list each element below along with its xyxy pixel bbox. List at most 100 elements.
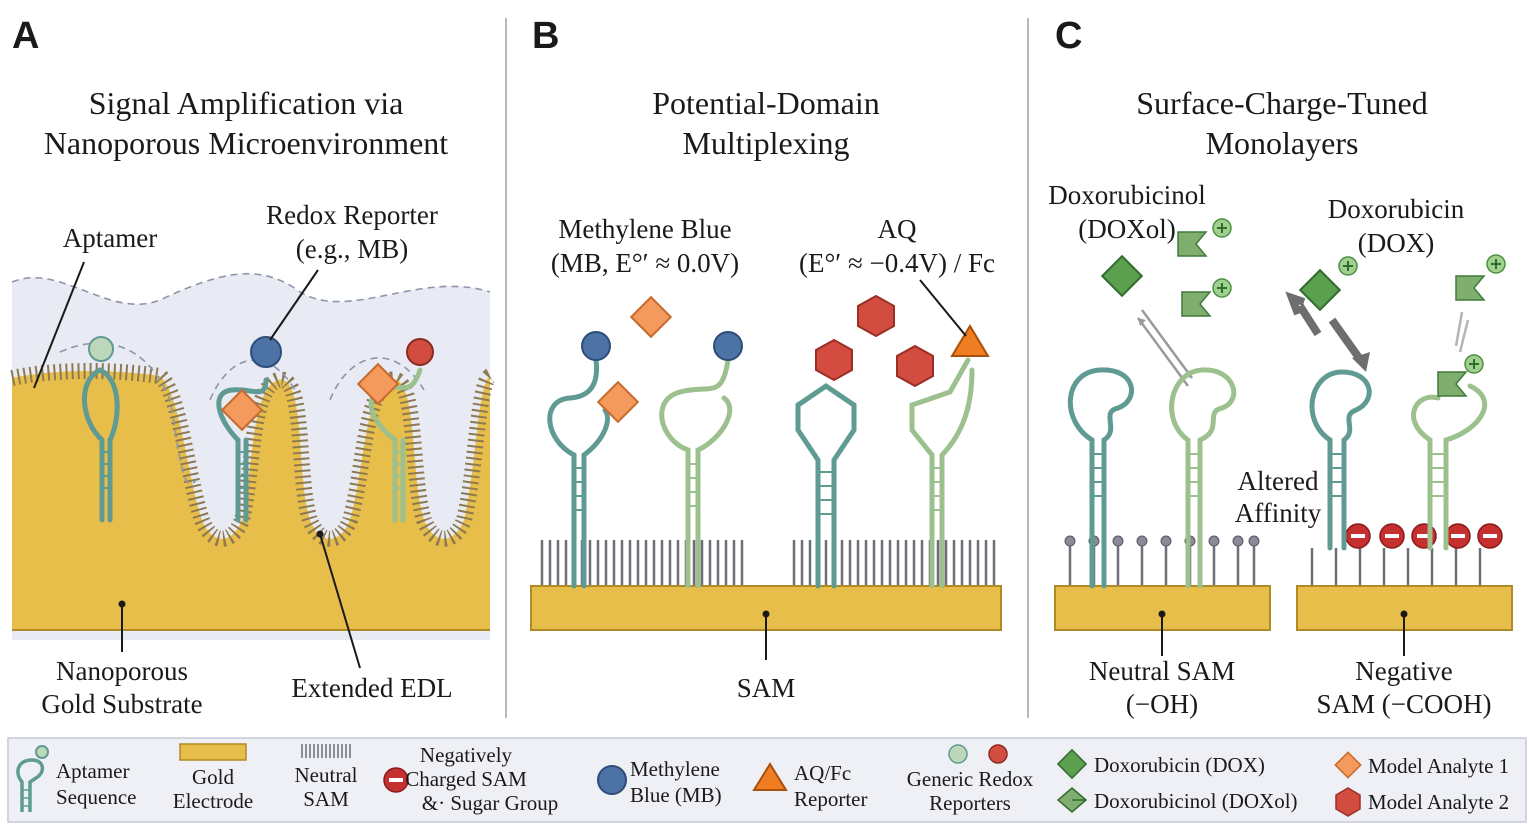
label-neutral-sam-line2: (−OH) [1126,689,1198,719]
label-aq-line2: (E°′ ≈ −0.4V) / Fc [799,248,995,278]
panel-b-letter: B [532,15,559,57]
legend-gold-icon [179,743,247,761]
label-methylene-blue-line2: (MB, E°′ ≈ 0.0V) [551,248,739,278]
legend-mb-icon [597,765,627,795]
analyte1-b2 [629,295,673,339]
panel-a-letter: A [12,15,39,57]
aptamer-b1 [547,349,610,589]
legend-analyte2: Model Analyte 2 [1368,790,1509,814]
legend-generic-red-icon [988,744,1008,764]
analyte1-b1 [596,380,640,424]
legend-mb-line2: Blue (MB) [630,783,722,807]
doxol-molecule-c2 [1181,291,1211,317]
label-substrate-line2: Gold Substrate [41,689,202,719]
panel-a: A Signal Amplification via Nanoporous Mi… [10,15,496,719]
label-negative-sam-line2: SAM (−COOH) [1317,689,1492,719]
label-doxol-line2: (DOXol) [1078,214,1175,244]
plus-charge-c5 [1464,354,1484,374]
legend-doxol-icon [1056,787,1088,813]
analyte2-b2 [857,294,895,338]
mb-reporter-b1 [581,331,611,361]
panel-b-title-line2: Multiplexing [682,125,849,161]
aptamer-b3 [795,382,857,589]
doxol-molecule-c4 [1437,371,1467,397]
plus-charge-c1 [1212,218,1232,238]
label-aq-line1: AQ [878,214,917,244]
legend-neutral-sam-icon [301,744,351,758]
legend-dox: Doxorubicin (DOX) [1094,753,1265,777]
negative-charge-5 [1477,523,1503,549]
legend-generic-line1: Generic Redox [907,767,1034,791]
analyte2-b3 [896,344,934,388]
legend-generic-line2: Reporters [929,791,1011,815]
label-dox-line2: (DOX) [1358,228,1434,258]
dox-molecule-c2 [1298,268,1342,312]
legend-neg-line3: &· Sugar Group [422,791,558,815]
edl-outer-boundary [11,273,491,306]
legend-gold-line1: Gold [192,765,235,789]
sam-lining [10,363,496,547]
neutral-sam-b-right [792,540,996,586]
legend-generic-green-icon [948,744,968,764]
panel-c-letter: C [1055,15,1082,57]
label-substrate-line1: Nanoporous [56,656,188,686]
aptamer-b2 [659,357,733,589]
plus-charge-c3 [1338,256,1358,276]
legend-aptamer-icon [16,745,49,812]
legend-aq-icon [752,762,788,791]
label-neutral-sam-line1: Neutral SAM [1089,656,1235,686]
legend-aptamer-line2: Sequence [56,785,136,809]
legend-analyte1-icon [1334,751,1362,779]
aptamer-b4 [909,357,975,589]
legend-neg-line1: Negatively [420,743,513,767]
legend-gold-line2: Electrode [173,789,253,813]
label-extended-edl: Extended EDL [291,673,452,703]
plus-charge-c2 [1212,278,1232,298]
legend-neg-line2: Charged SAM [405,767,527,791]
mb-reporter-b2 [713,331,743,361]
neutral-sam-c [1068,544,1256,586]
label-dox-line1: Doxorubicin [1328,194,1465,224]
aptamer-c2 [1169,367,1237,589]
label-redox-reporter-line1: Redox Reporter [266,200,438,230]
negative-charge-2 [1379,523,1405,549]
legend: Aptamer Sequence Gold Electrode Neutral … [7,737,1527,823]
legend-mb-line1: Methylene [630,757,720,781]
panel-c-title-line2: Monolayers [1206,125,1359,161]
panel-b-title-line1: Potential-Domain [652,85,880,121]
panel-b: B Potential-Domain Multiplexing Methylen… [530,15,1002,703]
aptamer-c4 [1411,383,1488,551]
label-altered-affinity-line2: Affinity [1235,498,1322,528]
legend-doxol: Doxorubicinol (DOXol) [1094,789,1298,813]
plus-charge-c4 [1486,254,1506,274]
legend-dox-icon [1056,748,1088,780]
doxol-molecule-c3 [1455,275,1485,301]
label-aptamer: Aptamer [63,223,157,253]
label-methylene-blue-line1: Methylene Blue [558,214,731,244]
legend-neutral-line2: SAM [303,787,349,811]
aptamer-c1 [1067,367,1135,589]
panel-a-title-line1: Signal Amplification via [89,85,404,121]
panel-a-title-line2: Nanoporous Microenvironment [44,125,448,161]
legend-aptamer-line1: Aptamer [56,759,129,783]
label-doxol-line1: Doxorubicinol [1048,180,1205,210]
dox-molecule-c1 [1100,254,1144,298]
legend-aqfc-line2: Reporter [794,787,867,811]
panel-c-title-line1: Surface-Charge-Tuned [1136,85,1427,121]
negative-charge-1 [1345,523,1371,549]
analyte2-b1 [815,338,853,382]
analyte1-a1 [220,388,264,432]
aptamer-a1 [82,336,120,523]
panel-c: C Surface-Charge-Tuned Monolayers Doxoru… [1048,15,1513,719]
legend-analyte1: Model Analyte 1 [1368,754,1509,778]
negative-charge-4 [1445,523,1471,549]
legend-aqfc-line1: AQ/Fc [794,761,851,785]
legend-analyte2-icon [1335,787,1361,817]
generic-reporter-a [406,338,434,366]
aptamer-c3 [1309,369,1372,551]
legend-neutral-line1: Neutral [295,763,358,787]
negative-sam-c [1310,548,1482,586]
aptamer-a2 [216,377,269,523]
doxol-molecule-c1 [1177,231,1207,257]
